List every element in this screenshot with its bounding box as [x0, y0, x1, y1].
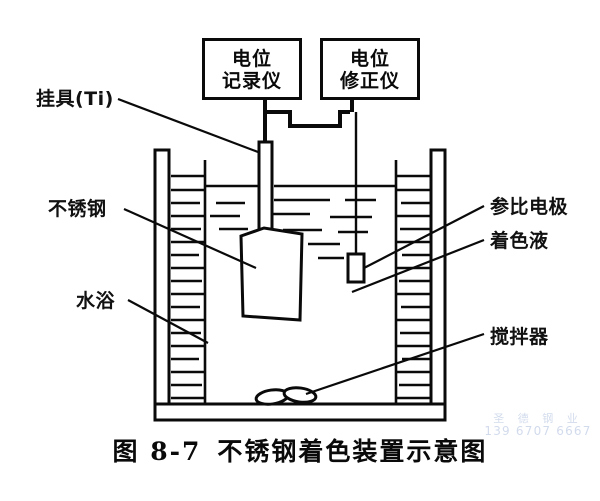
instrument-box-potential-recorder[interactable]: 电位 记录仪	[202, 38, 302, 100]
label-water-bath: 水浴	[76, 290, 116, 312]
potential-corrector-line2: 修正仪	[339, 70, 400, 92]
label-reference-electrode: 参比电极	[490, 196, 569, 218]
caption-number: 图 8-7	[112, 437, 202, 466]
label-coloring-solution: 着色液	[490, 230, 549, 252]
label-stirrer: 搅拌器	[490, 326, 549, 348]
caption-title: 不锈钢着色装置示意图	[217, 437, 488, 466]
potential-recorder-line1: 电位	[231, 48, 272, 70]
instrument-wiring	[263, 100, 354, 142]
figure-caption: 图 8-7 不锈钢着色装置示意图	[0, 432, 600, 468]
stir-bar	[254, 386, 318, 406]
watermark-phone-number: 139 6707 6667	[484, 424, 592, 438]
water-bath-jacket-left	[171, 174, 205, 400]
potential-recorder-line2: 记录仪	[221, 70, 282, 92]
potential-corrector-line1: 电位	[349, 48, 390, 70]
water-bath-jacket-right	[396, 174, 430, 400]
leader-lines	[117, 97, 485, 396]
watermark-company-name: 圣 德 钢 业	[493, 412, 583, 425]
outer-tank	[153, 148, 447, 422]
reference-electrode-body	[346, 252, 366, 284]
instrument-box-potential-corrector[interactable]: 电位 修正仪	[320, 38, 420, 100]
steel-plate	[239, 226, 304, 322]
label-hanger: 挂具(Ti)	[36, 88, 114, 110]
label-stainless-steel: 不锈钢	[48, 198, 107, 220]
coloring-solution-area	[206, 184, 395, 260]
